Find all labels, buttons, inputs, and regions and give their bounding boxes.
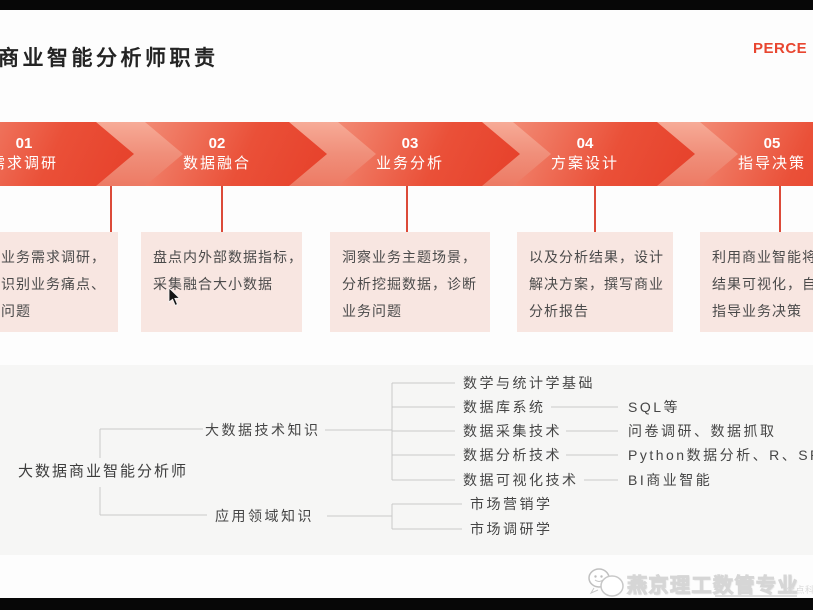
mindmap-detail-sql: SQL等: [628, 399, 681, 415]
watermark-text: 燕京理工数管专业: [627, 575, 799, 598]
mindmap-leaf-research: 市场调研学: [470, 521, 553, 537]
step-connector-1: [110, 186, 112, 232]
mindmap-leaf-collection: 数据采集技术: [463, 423, 562, 439]
step-number: 05: [763, 134, 781, 152]
step-label-5: 05 指导决策: [700, 122, 813, 186]
mindmap-detail-python: Python数据分析、R、SPS: [628, 447, 813, 463]
brand-logo-text: PERCE: [753, 40, 808, 57]
wechat-bubbles-icon: [588, 568, 624, 597]
step-label-3: 03 业务分析: [338, 122, 482, 186]
letterbox-bar-bottom: [0, 598, 813, 610]
mindmap-leaf-visualization: 数据可视化技术: [463, 472, 579, 488]
step-description-4: 以及分析结果，设计 解决方案，撰写商业 分析报告: [517, 232, 673, 332]
step-connector-4: [594, 186, 596, 232]
mindmap-leaf-math: 数学与统计学基础: [463, 375, 595, 391]
step-description-2: 盘点内外部数据指标， 采集融合大小数据: [141, 232, 302, 332]
mindmap-root: 大数据商业智能分析师: [18, 463, 189, 480]
step-name: 业务分析: [375, 155, 444, 172]
mindmap-leaf-database: 数据库系统: [463, 399, 546, 415]
step-label-4: 04 方案设计: [513, 122, 657, 186]
watermark-subtext: 分点科技: [786, 585, 813, 595]
step-arrow-4: 04 方案设计: [513, 122, 695, 186]
step-name: 指导决策: [737, 155, 806, 172]
slide-canvas: 商业智能分析师职责 PERCE 01 需求调研 02 数据融合 03 业务分析 …: [0, 10, 813, 598]
step-connector-2: [221, 186, 223, 232]
mindmap-branch-domain: 应用领域知识: [215, 508, 314, 524]
mouse-cursor: [168, 288, 181, 306]
step-name: 方案设计: [550, 155, 619, 172]
step-label-1: 01 需求调研: [0, 122, 96, 186]
step-connector-5: [779, 186, 781, 232]
page-title: 商业智能分析师职责: [0, 47, 219, 70]
mindmap-leaf-analysis: 数据分析技术: [463, 447, 562, 463]
step-name: 需求调研: [0, 155, 58, 172]
step-description-1: 业务需求调研， 识别业务痛点、 问题: [0, 232, 118, 332]
step-number: 02: [208, 134, 226, 152]
watermark-underline: [715, 595, 797, 597]
mindmap-detail-bi: BI商业智能: [628, 472, 713, 488]
step-number: 01: [15, 134, 33, 152]
step-description-3: 洞察业务主题场景， 分析挖掘数据，诊断 业务问题: [330, 232, 490, 332]
mindmap-branch-tech: 大数据技术知识: [205, 422, 321, 438]
mindmap-connector-lines: [99, 382, 618, 530]
step-number: 03: [401, 134, 419, 152]
step-name: 数据融合: [182, 155, 251, 172]
mindmap-section: [0, 365, 813, 555]
step-connector-3: [406, 186, 408, 232]
mindmap-detail-survey: 问卷调研、数据抓取: [628, 423, 777, 439]
step-label-2: 02 数据融合: [145, 122, 289, 186]
step-description-5: 利用商业智能将 结果可视化，自 指导业务决策: [700, 232, 813, 332]
mindmap-leaf-marketing: 市场营销学: [470, 496, 553, 512]
step-number: 04: [576, 134, 594, 152]
letterbox-bar-top: [0, 0, 813, 10]
